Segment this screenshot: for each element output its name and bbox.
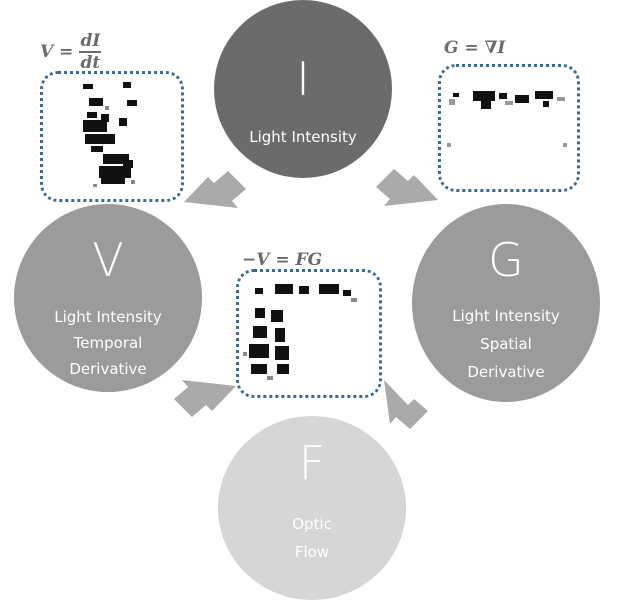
node-v-label: Light Intensity Temporal Derivative <box>54 304 162 382</box>
arrow-i-to-v <box>184 171 246 208</box>
node-i-label-line: Light Intensity <box>249 128 357 146</box>
node-g-letter: G <box>488 233 524 287</box>
node-i-letter: I <box>296 52 310 106</box>
optic-flow-pattern <box>239 272 379 395</box>
node-g-label-line: Derivative <box>467 363 545 381</box>
node-f-label-line: Flow <box>294 543 330 561</box>
node-g-label-line: Spatial <box>480 335 532 353</box>
node-v-label-line: Derivative <box>69 360 147 378</box>
node-optic-flow: F Optic Flow <box>218 416 406 600</box>
arrow-i-to-g <box>376 169 438 206</box>
equation-g: G = ∇I <box>444 38 506 58</box>
node-v-letter: V <box>92 233 124 287</box>
node-f-letter: F <box>298 436 326 490</box>
optic-flow-image <box>236 269 382 398</box>
equation-v-denominator: dt <box>80 52 101 73</box>
node-g-label: Light Intensity Spatial Derivative <box>452 302 560 386</box>
fraction-bar <box>79 51 102 53</box>
node-v-label-line: Light Intensity <box>54 308 162 326</box>
spatial-derivative-pattern <box>441 67 577 189</box>
node-f-label-line: Optic <box>292 515 332 533</box>
node-f-label: Optic Flow <box>292 510 332 566</box>
node-temporal-derivative: V Light Intensity Temporal Derivative <box>14 204 202 392</box>
node-i-label: Light Intensity <box>249 124 357 150</box>
spatial-derivative-image <box>438 64 580 192</box>
equation-v-lhs: V = <box>40 41 74 62</box>
equation-f: −V = FG <box>242 250 323 270</box>
node-spatial-derivative: G Light Intensity Spatial Derivative <box>412 204 600 402</box>
node-light-intensity: I Light Intensity <box>214 0 392 178</box>
arrow-g-to-f <box>384 380 428 429</box>
temporal-derivative-image <box>40 71 184 202</box>
arrow-v-to-f <box>174 380 236 417</box>
equation-v-fraction: dI dt <box>79 31 102 73</box>
node-g-label-line: Light Intensity <box>452 307 560 325</box>
equation-v-numerator: dI <box>80 31 101 51</box>
equation-v: V = dI dt <box>40 31 102 73</box>
temporal-derivative-pattern <box>43 74 181 199</box>
node-v-label-line: Temporal <box>73 334 143 352</box>
